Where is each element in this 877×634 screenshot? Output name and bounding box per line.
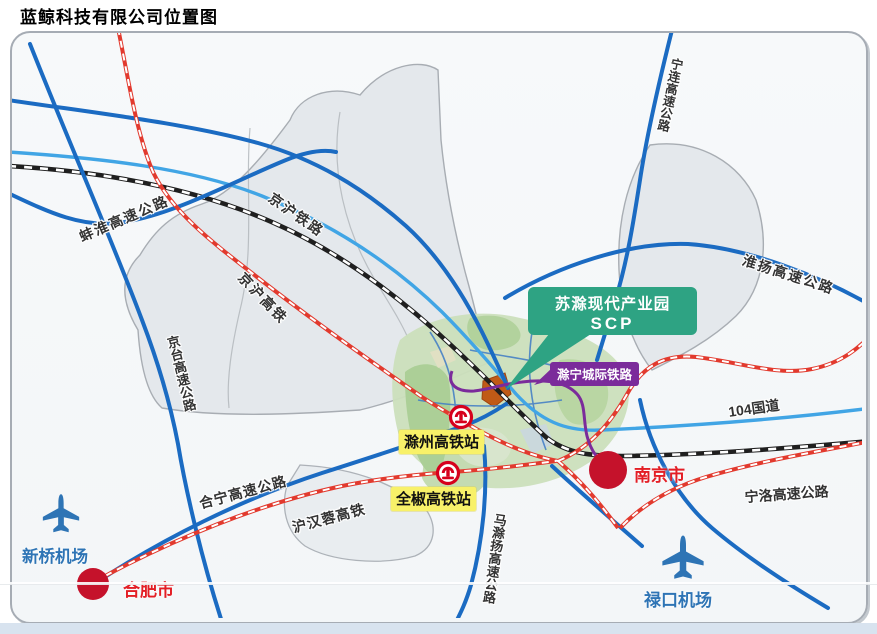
airport-label-lukou: 禄口机场 — [644, 591, 712, 610]
map-card — [10, 31, 868, 624]
park-callout-name: 苏滁现代产业园 — [554, 296, 671, 313]
city-label-nanjing: 南京市 — [634, 466, 685, 485]
park-callout-abbr: SCP — [590, 314, 635, 333]
row-divider-artifact — [0, 582, 877, 585]
park-callout: 苏滁现代产业园 SCP — [528, 287, 697, 335]
intercity-rail-callout: 滁宁城际铁路 — [550, 362, 640, 386]
station-label-chuzhou: 滁州高铁站 — [399, 430, 485, 454]
map-title: 蓝鲸科技有限公司位置图 — [20, 8, 218, 27]
airport-label-xinqiao: 新桥机场 — [22, 548, 88, 566]
bottom-strip — [0, 623, 877, 634]
station-label-quanjiao: 全椒高铁站 — [391, 487, 477, 511]
city-label-hefei: 合肥市 — [123, 581, 174, 600]
